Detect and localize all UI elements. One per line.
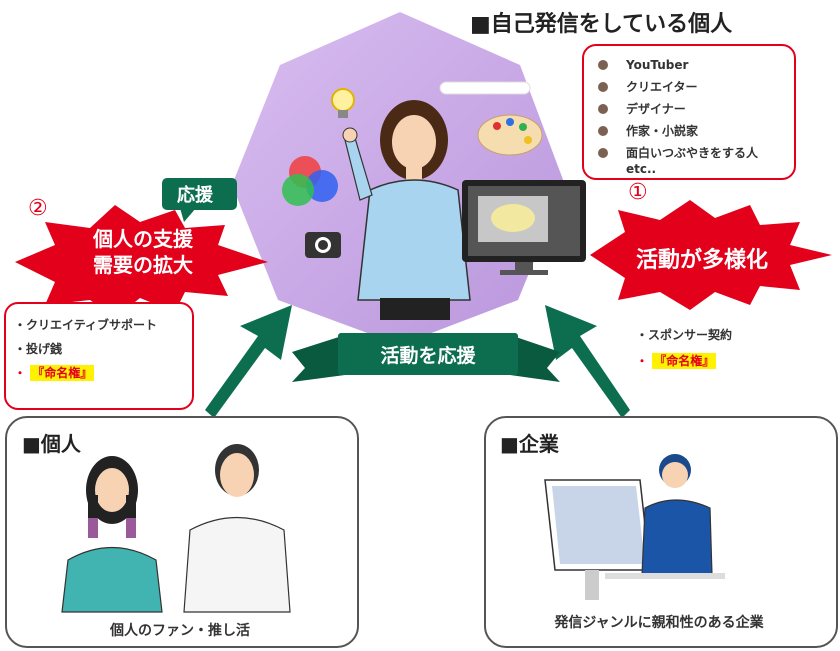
- individual-people-illustration: [61, 444, 291, 613]
- bullet-icon: [598, 82, 608, 92]
- left-burst-shape: [15, 205, 268, 318]
- company-box: [484, 416, 838, 648]
- bullet-icon: [598, 104, 608, 114]
- bullet-icon: [598, 126, 608, 136]
- highlight-bullet: ・: [636, 354, 649, 368]
- list-item: 作家・小説家: [598, 120, 794, 142]
- naming-rights-highlight: 『命名権』: [30, 365, 95, 381]
- left-burst-line2: 需要の拡大: [93, 253, 193, 277]
- creator-illustration: [282, 81, 586, 320]
- list-item: デザイナー: [598, 98, 794, 120]
- support-banner-label: 活動を応援: [380, 345, 476, 367]
- cheer-tag-shape: [162, 178, 237, 222]
- creator-types-list: YouTuber クリエイター デザイナー 作家・小説家 面白いつぶやきをする人: [598, 54, 794, 164]
- individual-box: [5, 416, 359, 648]
- left-burst-label: 個人の支援 需要の拡大: [78, 226, 208, 278]
- company-heading: ■企業: [500, 432, 559, 456]
- creator-heading: ■自己発信をしている個人: [470, 12, 733, 37]
- right-burst-label: 活動が多様化: [636, 248, 769, 273]
- individual-support-item: ・クリエイティブサポート: [14, 318, 158, 332]
- list-item: クリエイター: [598, 76, 794, 98]
- company-support-highlight-row: ・ 『命名権』: [636, 352, 717, 369]
- individual-caption: 個人のファン・推し活: [110, 623, 250, 639]
- company-caption: 発信ジャンルに親和性のある企業: [554, 615, 764, 631]
- highlight-bullet: ・: [14, 366, 27, 380]
- company-illustration: [544, 454, 725, 600]
- bullet-icon: [598, 148, 608, 158]
- right-burst-number: ①: [628, 180, 648, 205]
- support-banner-shape: [292, 333, 560, 382]
- company-support-item: ・スポンサー契約: [636, 328, 733, 342]
- left-up-arrow: [205, 305, 292, 418]
- individual-heading: ■個人: [22, 432, 81, 456]
- right-up-arrow: [545, 305, 630, 418]
- individual-support-box: ・クリエイティブサポート ・投げ銭 ・ 『命名権』: [4, 302, 194, 410]
- naming-rights-highlight: 『命名権』: [652, 353, 717, 369]
- list-item: YouTuber: [598, 54, 794, 76]
- individual-support-highlight-row: ・ 『命名権』: [14, 364, 192, 381]
- right-burst-shape: [590, 200, 832, 310]
- creator-types-box: YouTuber クリエイター デザイナー 作家・小説家 面白いつぶやきをする人…: [582, 44, 796, 180]
- left-burst-line1: 個人の支援: [93, 227, 193, 251]
- list-item: 面白いつぶやきをする人: [598, 142, 794, 164]
- individual-support-item: ・投げ銭: [14, 342, 63, 356]
- creator-etc: etc..: [626, 162, 657, 176]
- bullet-icon: [598, 60, 608, 70]
- cheer-tag-label: 応援: [177, 185, 213, 206]
- left-burst-number: ②: [28, 196, 48, 221]
